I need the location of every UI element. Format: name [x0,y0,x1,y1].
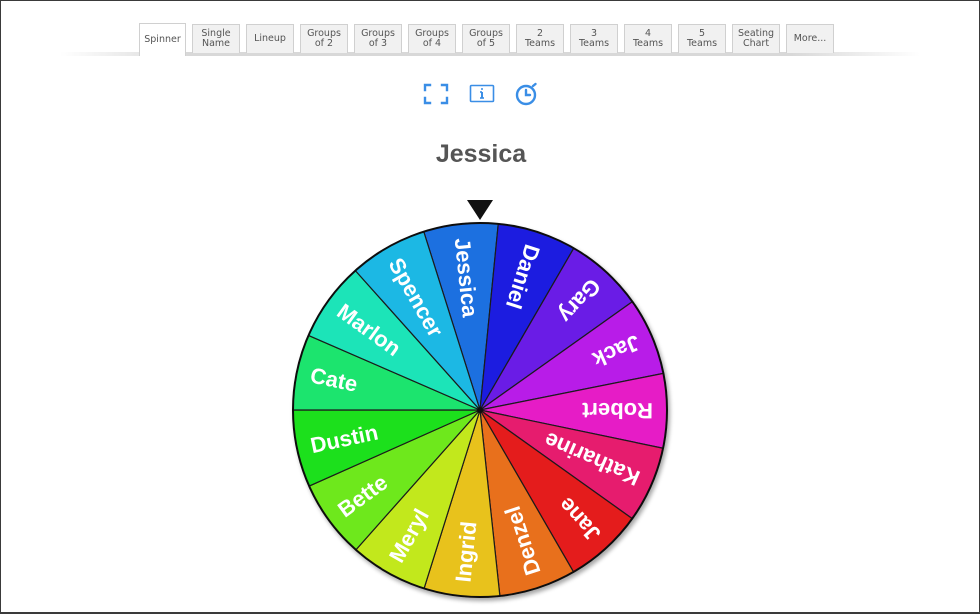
tab-single-name[interactable]: Single Name [192,24,240,53]
tab-seating-chart[interactable]: Seating Chart [732,24,780,53]
tab-3-teams[interactable]: 3 Teams [570,24,618,53]
wheel-segment: Robert [479,372,668,449]
wheel-segment: Ingrid [423,409,501,598]
segment-label: Ingrid [451,520,482,583]
tab-spinner[interactable]: Spinner [139,23,186,56]
wheel-hub [477,407,483,413]
tab-groups-of-3[interactable]: Groups of 3 [354,24,402,53]
segment-label: Robert [581,398,653,423]
timer-icon[interactable] [514,81,540,107]
info-icon[interactable] [469,84,495,104]
tab-5-teams[interactable]: 5 Teams [678,24,726,53]
tab-2-teams[interactable]: 2 Teams [516,24,564,53]
tab-bar-underline [60,52,920,56]
tab-groups-of-4[interactable]: Groups of 4 [408,24,456,53]
tab-lineup[interactable]: Lineup [246,24,294,53]
wheel-rim [292,222,668,598]
wheel-segment: Daniel [479,223,575,411]
pointer-icon [467,200,493,220]
wheel-segment: Dustin [292,409,481,487]
winner-name: Jessica [435,140,527,168]
wheel-segment: Denzel [479,409,575,597]
wheel-segment: Gary [479,247,634,411]
tab-more[interactable]: More... [786,24,834,53]
tab-groups-of-2[interactable]: Groups of 2 [300,24,348,53]
fullscreen-icon[interactable] [423,83,449,105]
tab-bar: Spinner Single Name Lineup Groups of 2 G… [0,0,980,56]
tab-groups-of-5[interactable]: Groups of 5 [462,24,510,53]
tab-list: Spinner Single Name Lineup Groups of 2 G… [139,23,834,56]
wheel-segment: Jessica [423,222,499,411]
tab-4-teams[interactable]: 4 Teams [624,24,672,53]
